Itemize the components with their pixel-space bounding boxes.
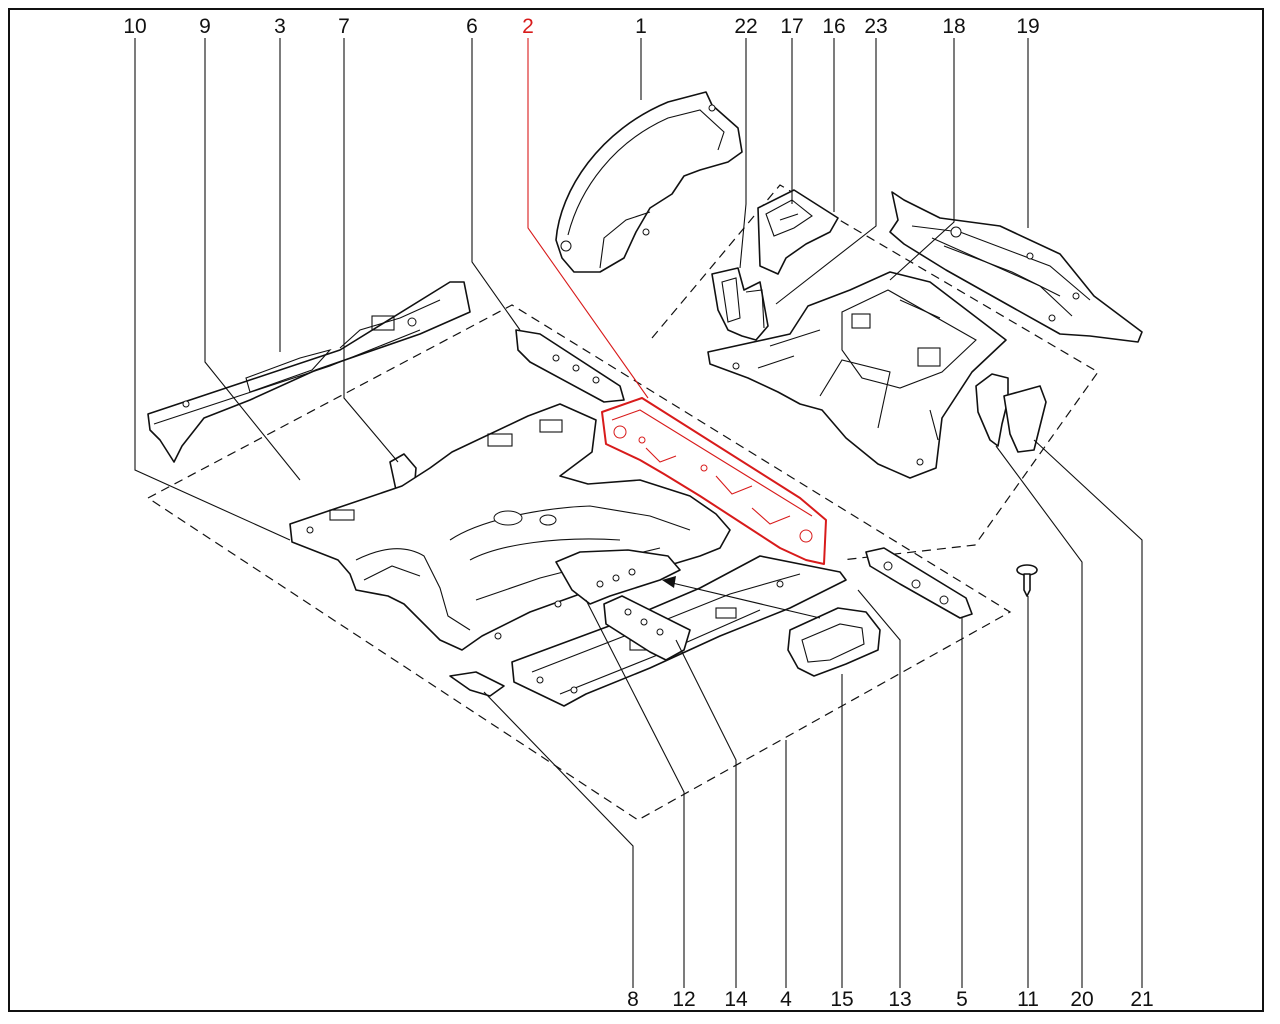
callout-15: 15	[830, 988, 853, 1011]
callout-11: 11	[1017, 988, 1039, 1011]
callout-5: 5	[956, 988, 968, 1011]
callout-22: 22	[734, 15, 757, 38]
assembly-arrow	[662, 576, 821, 619]
part-19-rear-panel	[889, 191, 1143, 343]
leader-lines	[134, 38, 1143, 988]
part-1-wheel-arch	[555, 91, 743, 273]
callout-7: 7	[338, 15, 350, 38]
part-15-heel-plate	[787, 607, 881, 677]
callout-21: 21	[1130, 988, 1153, 1011]
part-6-bracket	[515, 329, 625, 403]
part-14-seat-bracket	[603, 595, 691, 661]
callout-10: 10	[123, 15, 146, 38]
callout-19: 19	[1016, 15, 1039, 38]
callouts-top: 10 9 3 7 6 2 1 22 17 16 23 18 19	[123, 15, 1039, 38]
part-18-rear-floor	[707, 271, 1007, 479]
part-12-reinforcement	[555, 549, 681, 605]
part-17-bracket	[757, 189, 839, 275]
part-8-tab	[449, 671, 505, 697]
callout-6: 6	[466, 15, 478, 38]
callout-13: 13	[888, 988, 911, 1011]
part-22-bracket	[711, 267, 769, 341]
part-21-bracket	[1003, 385, 1047, 453]
part-2-cross-member	[601, 397, 827, 565]
callout-23: 23	[864, 15, 887, 38]
callout-16: 16	[822, 15, 845, 38]
callout-3: 3	[274, 15, 286, 38]
part-3-sill-rail	[147, 281, 471, 463]
callout-14: 14	[724, 988, 748, 1011]
callout-20: 20	[1070, 988, 1093, 1011]
part-11-fastener	[1016, 564, 1038, 597]
callout-2-highlighted: 2	[522, 15, 534, 38]
callout-4: 4	[780, 988, 792, 1011]
part-5-bracket	[865, 547, 973, 619]
callout-1: 1	[635, 15, 647, 38]
callout-18: 18	[942, 15, 965, 38]
assembly-outline-rear	[651, 184, 1099, 561]
callout-8: 8	[627, 988, 639, 1011]
assembly-outline-front	[146, 304, 1012, 821]
callouts-bottom: 8 12 14 4 15 13 5 11 20 21	[627, 988, 1154, 1011]
callout-9: 9	[199, 15, 211, 38]
part-20-bracket	[975, 373, 1009, 447]
callout-17: 17	[780, 15, 803, 38]
part-9-front-floor	[289, 403, 731, 651]
callout-12: 12	[672, 988, 695, 1011]
